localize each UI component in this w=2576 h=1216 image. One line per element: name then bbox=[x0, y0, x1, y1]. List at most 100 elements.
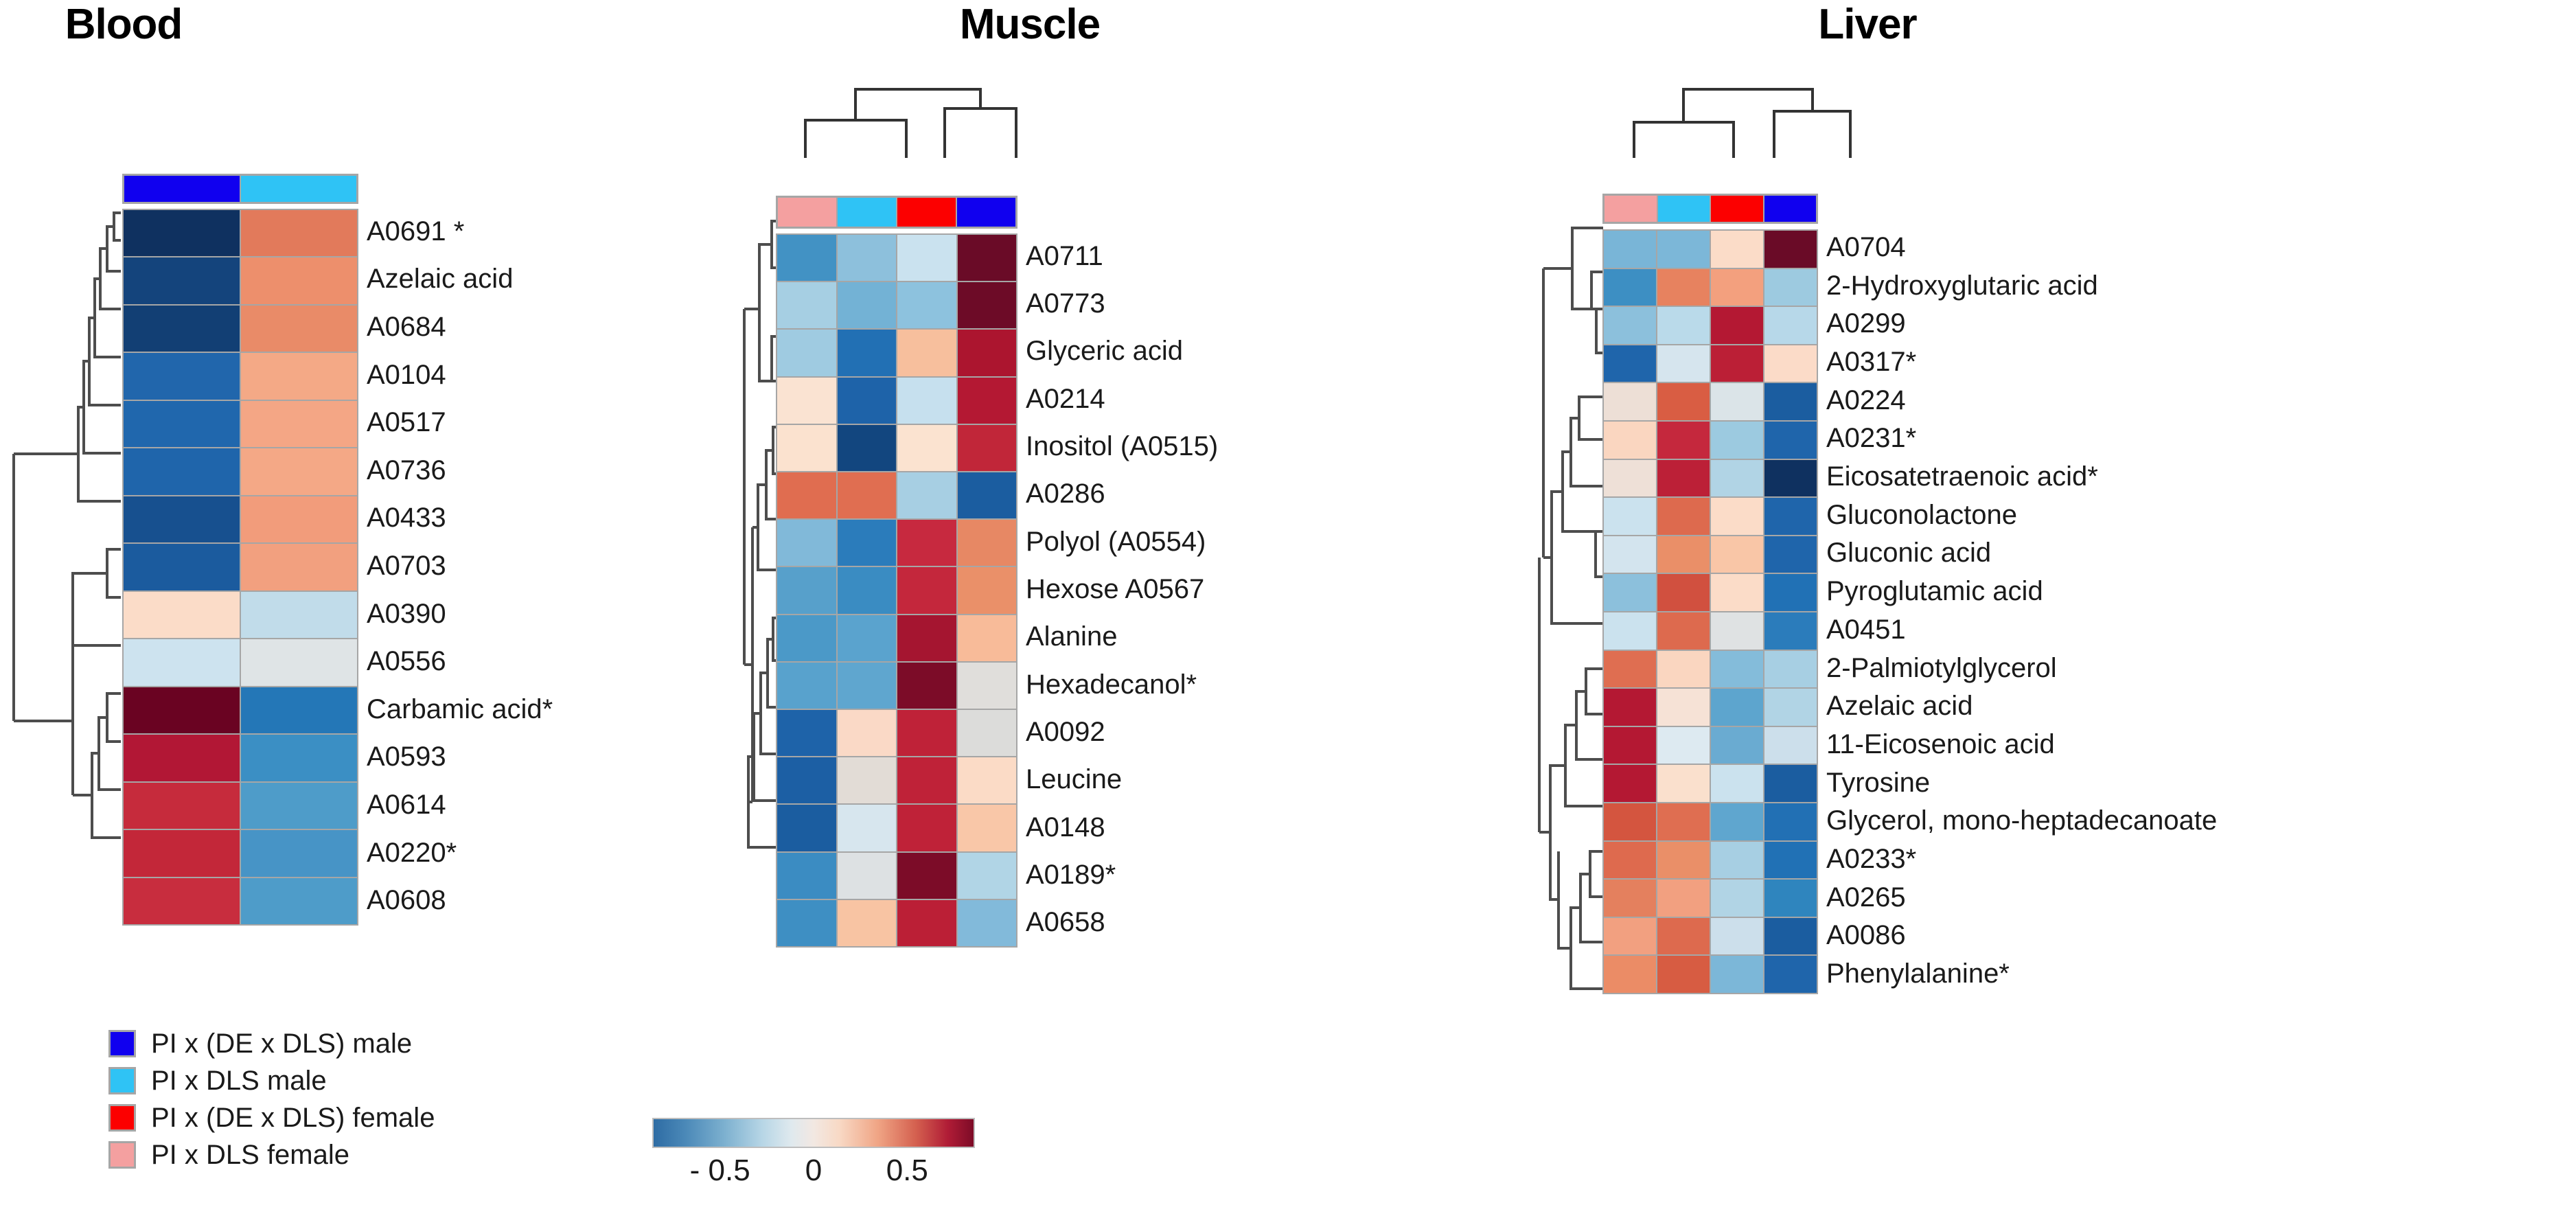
legend-swatch bbox=[108, 1067, 136, 1094]
row-label: A0148 bbox=[1026, 812, 1105, 842]
heatmap-cell bbox=[897, 852, 956, 899]
heatmap-cell bbox=[1764, 307, 1817, 344]
heatmap-cell bbox=[957, 330, 1016, 376]
legend-swatch bbox=[108, 1104, 136, 1132]
heatmap-cell bbox=[957, 520, 1016, 566]
heatmap-cell bbox=[1657, 726, 1710, 764]
heatmap-cell bbox=[957, 709, 1016, 757]
row-label: A0189* bbox=[1026, 860, 1116, 890]
heatmap-cell bbox=[1657, 383, 1710, 420]
heatmap-cell bbox=[777, 899, 836, 946]
heatmap-cell bbox=[1764, 650, 1817, 688]
heatmap-cell bbox=[837, 852, 896, 899]
row-label: Tyrosine bbox=[1826, 767, 1931, 798]
heatmap-cell bbox=[241, 544, 357, 590]
heatmap-cell bbox=[241, 448, 357, 495]
legend-swatch bbox=[108, 1141, 136, 1169]
heatmap-cell bbox=[124, 544, 240, 590]
heatmap-cell bbox=[1604, 689, 1656, 726]
heatmap-grid-blood bbox=[122, 209, 358, 926]
heatmap-cell bbox=[124, 257, 240, 304]
heatmap-cell bbox=[1657, 536, 1710, 573]
column-group-swatch bbox=[1605, 196, 1658, 222]
panel-muscle: Muscle bbox=[741, 0, 1497, 961]
heatmap-cell bbox=[241, 353, 357, 400]
row-label: A0691 * bbox=[367, 216, 465, 246]
heatmap-grid-muscle bbox=[776, 233, 1017, 948]
heatmap-cell bbox=[897, 805, 956, 851]
row-label: A0317* bbox=[1826, 346, 1917, 377]
heatmap-cell bbox=[1711, 345, 1763, 382]
row-label: Eicosatetraenoic acid* bbox=[1826, 461, 2098, 492]
legend-item: PI x (DE x DLS) female bbox=[108, 1104, 435, 1132]
row-label: Glyceric acid bbox=[1026, 336, 1183, 367]
heatmap-cell bbox=[957, 424, 1016, 471]
heatmap-cell bbox=[124, 735, 240, 781]
heatmap-cell bbox=[241, 210, 357, 257]
row-label: Gluconolactone bbox=[1826, 499, 2017, 530]
heatmap-cell bbox=[1764, 956, 1817, 993]
column-group-strip-blood bbox=[122, 174, 358, 204]
heatmap-cell bbox=[897, 757, 956, 804]
row-label: A0214 bbox=[1026, 383, 1105, 414]
heatmap-cell bbox=[1604, 231, 1656, 268]
heatmap-cell bbox=[1764, 880, 1817, 917]
row-label: A0224 bbox=[1826, 385, 1906, 415]
row-label: A0608 bbox=[367, 885, 446, 916]
heatmap-cell bbox=[957, 235, 1016, 282]
row-label: Hexadecanol* bbox=[1026, 669, 1197, 700]
row-label: A0299 bbox=[1826, 308, 1906, 339]
heatmap-cell bbox=[124, 448, 240, 495]
heatmap-cell bbox=[1711, 765, 1763, 802]
heatmap-cell bbox=[1657, 841, 1710, 879]
heatmap-cell bbox=[241, 830, 357, 877]
heatmap-cell bbox=[1711, 917, 1763, 955]
heatmap-cell bbox=[1657, 498, 1710, 535]
heatmap-cell bbox=[241, 639, 357, 686]
heatmap-cell bbox=[1657, 917, 1710, 955]
heatmap-cell bbox=[1657, 307, 1710, 344]
row-label: A0593 bbox=[367, 742, 446, 772]
color-scale-tick: - 0.5 bbox=[689, 1154, 750, 1187]
heatmap-cell bbox=[1764, 726, 1817, 764]
heatmap-cell bbox=[1711, 307, 1763, 344]
row-label: A0517 bbox=[367, 407, 446, 438]
heatmap-cell bbox=[241, 735, 357, 781]
heatmap-cell bbox=[837, 899, 896, 946]
heatmap-cell bbox=[1604, 917, 1656, 955]
heatmap-cell bbox=[1764, 612, 1817, 650]
color-scale-gradient bbox=[652, 1118, 975, 1148]
heatmap-cell bbox=[957, 472, 1016, 519]
heatmap-cell bbox=[1764, 498, 1817, 535]
heatmap-cell bbox=[1657, 956, 1710, 993]
row-label: 11-Eicosenoic acid bbox=[1826, 729, 2055, 759]
heatmap-cell bbox=[1764, 917, 1817, 955]
row-label: A0556 bbox=[367, 646, 446, 677]
heatmap-cell bbox=[1711, 421, 1763, 459]
heatmap-cell bbox=[124, 877, 240, 924]
heatmap-cell bbox=[837, 472, 896, 519]
heatmap-cell bbox=[897, 377, 956, 424]
row-label: A0704 bbox=[1826, 231, 1906, 262]
heatmap-cell bbox=[1764, 421, 1817, 459]
column-group-swatch bbox=[241, 176, 356, 202]
heatmap-cell bbox=[1604, 765, 1656, 802]
heatmap-cell bbox=[1657, 612, 1710, 650]
heatmap-cell bbox=[1657, 268, 1710, 306]
heatmap-cell bbox=[1657, 765, 1710, 802]
legend-swatch bbox=[108, 1030, 136, 1057]
heatmap-cell bbox=[241, 877, 357, 924]
heatmap-cell bbox=[1604, 421, 1656, 459]
heatmap-cell bbox=[957, 377, 1016, 424]
heatmap-cell bbox=[777, 567, 836, 614]
heatmap-cell bbox=[777, 805, 836, 851]
heatmap-cell bbox=[241, 782, 357, 829]
heatmap-cell bbox=[124, 782, 240, 829]
heatmap-cell bbox=[777, 330, 836, 376]
heatmap-cell bbox=[1604, 383, 1656, 420]
column-group-swatch bbox=[957, 198, 1015, 227]
heatmap-cell bbox=[1764, 536, 1817, 573]
heatmap-cell bbox=[837, 377, 896, 424]
